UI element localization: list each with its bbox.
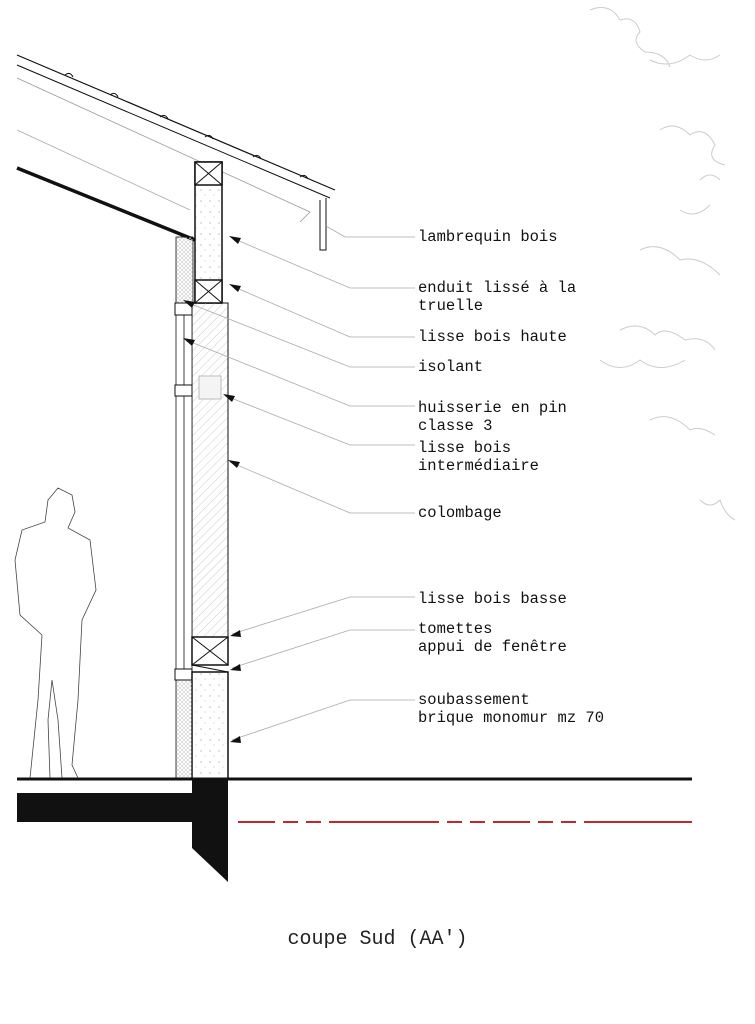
roof <box>16 54 336 251</box>
leader-lines <box>185 225 415 741</box>
label-text: tomettes <box>418 620 493 638</box>
label-text: truelle <box>418 297 484 315</box>
label-text: isolant <box>418 358 484 376</box>
label-lisse-basse: lisse bois basse <box>418 590 567 608</box>
label-text: classe 3 <box>418 417 493 435</box>
foundation <box>17 777 692 882</box>
label-isolant: isolant <box>418 358 483 376</box>
label-text: lisse bois haute <box>418 328 567 346</box>
arrowheads <box>183 236 241 743</box>
label-text: brique monomur mz 70 <box>418 709 605 727</box>
person-silhouette <box>14 487 97 779</box>
label-text: soubassement <box>418 691 530 709</box>
label-lisse-haute: lisse bois haute <box>418 328 567 346</box>
wall <box>174 161 229 780</box>
tree-foliage <box>589 7 736 521</box>
label-colombage: colombage <box>418 504 502 522</box>
label-text: huisserie en pin <box>418 399 567 417</box>
label-text: lisse bois <box>418 439 512 457</box>
label-text: enduit lissé à la <box>418 279 577 297</box>
label-text: appui de fenêtre <box>418 638 567 656</box>
label-lambrequin: lambrequin bois <box>418 228 558 246</box>
label-text: lisse bois basse <box>418 590 567 608</box>
label-text: lambrequin bois <box>418 228 558 246</box>
drawing-title: coupe Sud (AA') <box>287 928 468 951</box>
label-text: intermédiaire <box>418 457 539 475</box>
label-text: colombage <box>418 504 502 522</box>
